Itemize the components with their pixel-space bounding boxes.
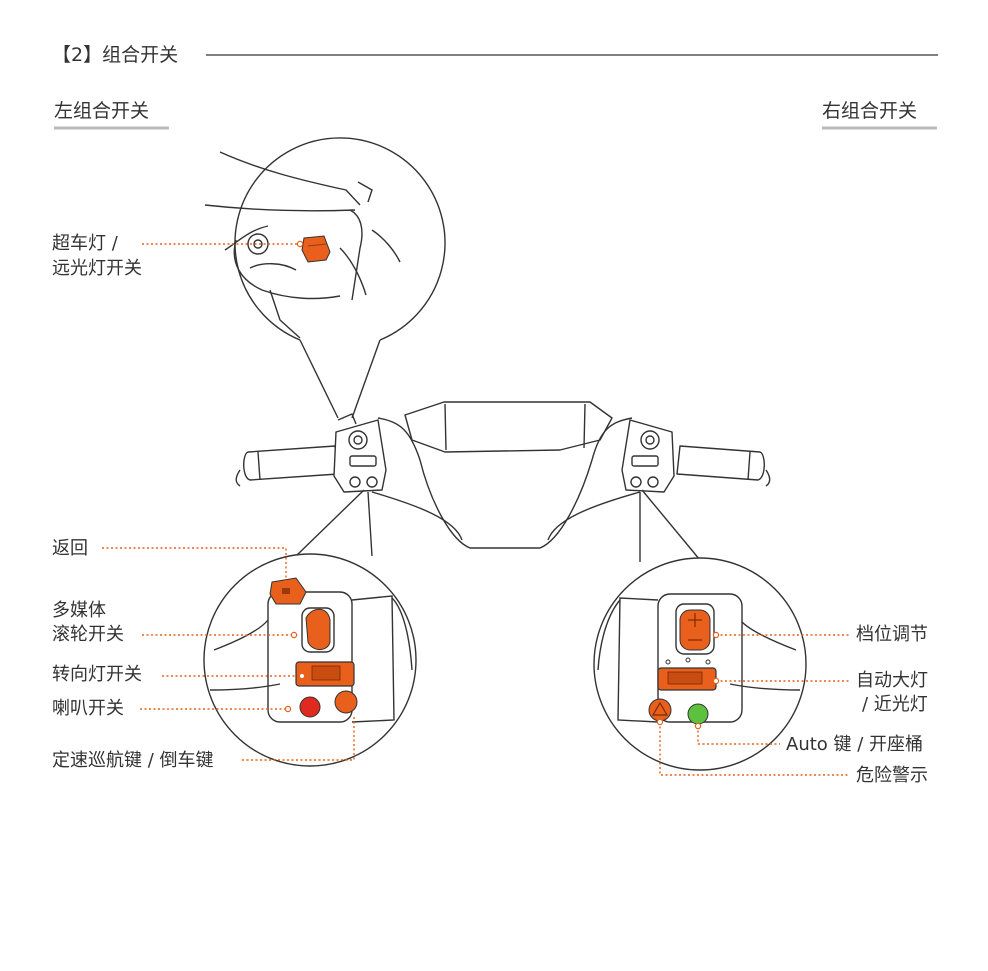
cruise-reverse-button-icon [334, 690, 358, 714]
handlebar [235, 401, 771, 562]
right-leaders [659, 634, 850, 776]
auto-seat-button-icon [687, 703, 709, 725]
label-passing-light: 超车灯 / [52, 233, 118, 254]
back-button-icon [269, 577, 307, 605]
turn-signal-switch-icon [295, 661, 355, 687]
label-auto-key-seat: Auto 键 / 开座桶 [786, 734, 924, 755]
left-leaders [102, 547, 355, 761]
label-high-beam-switch: 远光灯开关 [52, 258, 142, 279]
left-leader-dots [284, 631, 306, 713]
leader-dot [296, 240, 304, 248]
passing-light-switch-icon [301, 235, 331, 263]
right-combination-switch-heading: 右组合开关 [822, 100, 918, 122]
label-low-beam: / 近光灯 [862, 694, 928, 715]
left-switch-zoom-circle [203, 553, 417, 767]
label-gear-adjust: 档位调节 [856, 624, 928, 645]
section-title: 【2】组合开关 [52, 44, 179, 66]
multimedia-scroll-wheel-icon [301, 607, 335, 653]
label-auto-headlight: 自动大灯 [856, 670, 928, 691]
label-multimedia: 多媒体 [52, 600, 106, 621]
horn-button-icon [299, 696, 321, 718]
label-turn-signal-switch: 转向灯开关 [52, 664, 142, 685]
right-leader-dots [656, 631, 720, 730]
right-switch-zoom-circle [593, 557, 807, 771]
label-hazard-warning: 危险警示 [856, 765, 928, 786]
label-horn-switch: 喇叭开关 [52, 698, 124, 719]
label-cruise-reverse-key: 定速巡航键 / 倒车键 [52, 750, 214, 771]
auto-headlight-switch-icon [657, 657, 717, 691]
top-zoom-circle [204, 137, 446, 419]
label-scroll-wheel-switch: 滚轮开关 [52, 624, 124, 645]
hazard-warning-button-icon [648, 698, 672, 722]
gear-adjust-icon [675, 603, 715, 655]
label-back: 返回 [52, 538, 88, 559]
left-combination-switch-heading: 左组合开关 [54, 100, 150, 122]
